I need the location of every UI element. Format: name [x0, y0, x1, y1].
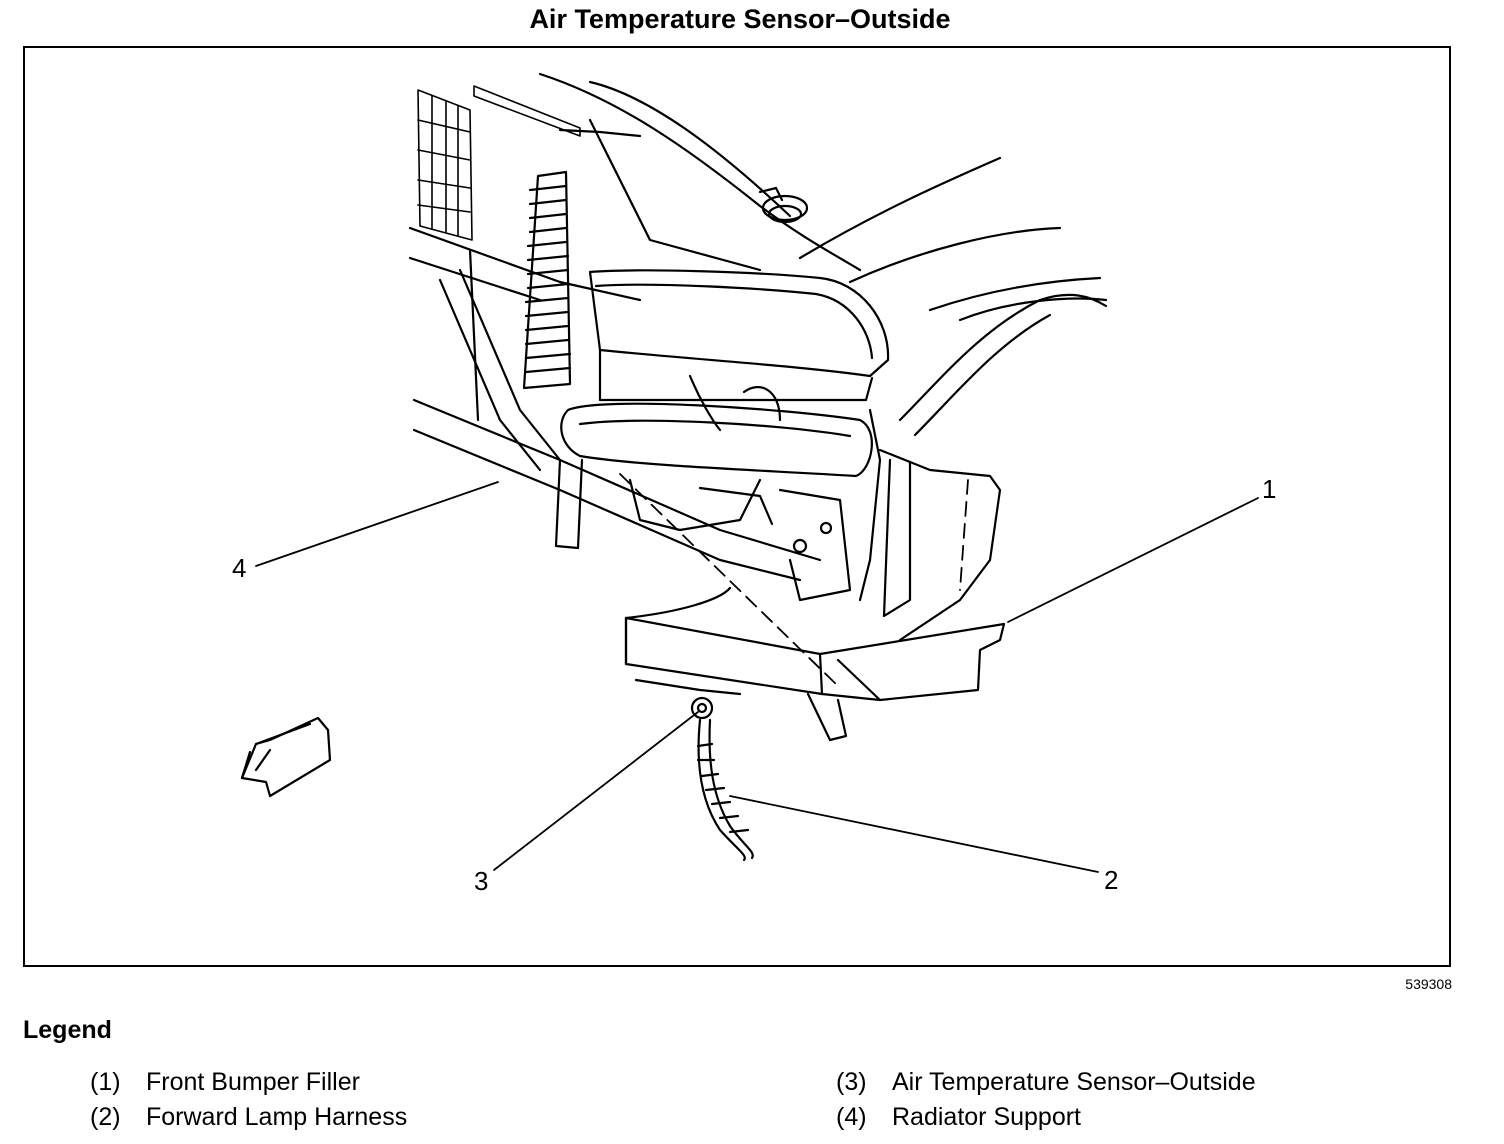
legend-item-number: (4) [836, 1103, 867, 1131]
headlamp-assembly [560, 269, 890, 602]
leader-line-3 [493, 711, 699, 871]
legend-item-label: Radiator Support [892, 1103, 1082, 1131]
legend-item-label: Air Temperature Sensor–Outside [892, 1068, 1256, 1096]
illustration-frame [23, 46, 1451, 967]
legend-item-number: (1) [90, 1068, 121, 1096]
legend-item: (1) Front Bumper Filler [90, 1068, 360, 1097]
hood-and-fender [538, 72, 1108, 437]
legend-item-label: Forward Lamp Harness [146, 1103, 408, 1131]
alignment-lines [619, 473, 969, 687]
legend-item: (2) Forward Lamp Harness [90, 1103, 407, 1132]
sensor-and-harness [690, 696, 754, 862]
forward-direction-arrow-icon [240, 716, 332, 798]
front-bumper-filler [624, 448, 1006, 742]
oil-cooler [522, 170, 572, 390]
figure-number: 539308 [1405, 976, 1452, 992]
legend-item-label: Front Bumper Filler [146, 1068, 360, 1096]
callout-2: 2 [1104, 865, 1118, 895]
legend-item-number: (2) [90, 1103, 121, 1131]
legend-heading: Legend [23, 1016, 112, 1044]
grille-mesh [417, 85, 581, 241]
legend-item: (4) Radiator Support [836, 1103, 1081, 1132]
leader-lines [255, 481, 1259, 873]
callout-4: 4 [232, 553, 246, 583]
leader-line-4 [255, 481, 499, 567]
reservoir-cap [758, 186, 809, 224]
leader-line-2 [729, 795, 1099, 873]
radiator-support [408, 118, 822, 582]
legend-item-number: (3) [836, 1068, 867, 1096]
legend-item: (3) Air Temperature Sensor–Outside [836, 1068, 1256, 1097]
diagram-title: Air Temperature Sensor–Outside [529, 4, 951, 34]
callout-3: 3 [474, 866, 488, 896]
callout-1: 1 [1262, 474, 1276, 504]
leader-line-1 [1007, 497, 1259, 623]
